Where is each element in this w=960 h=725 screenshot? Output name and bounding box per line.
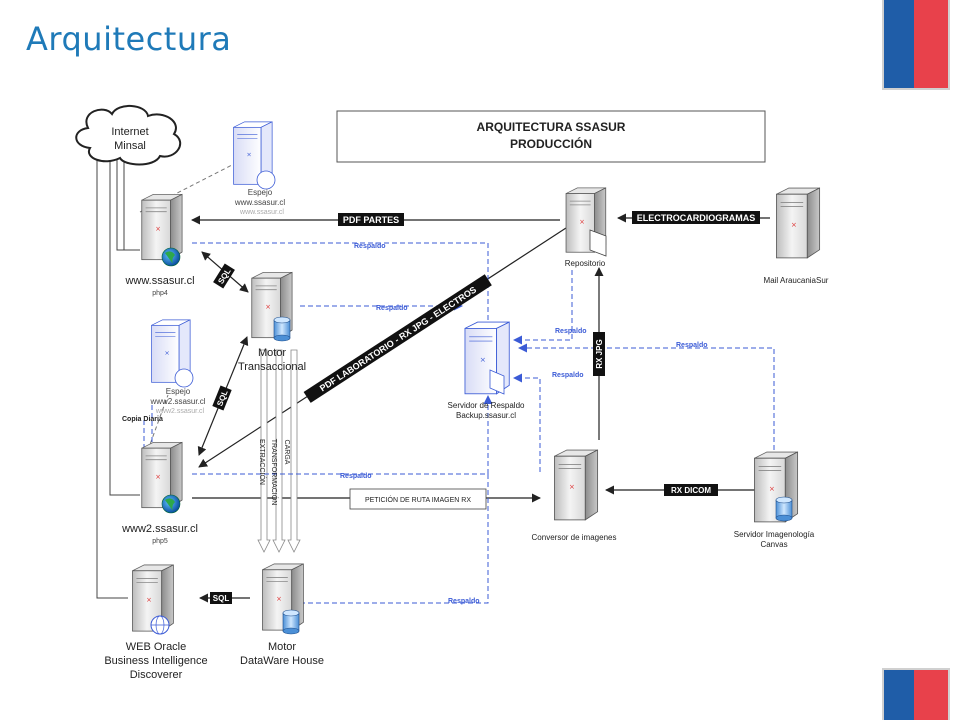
imagenologia-line2: Canvas: [760, 540, 787, 549]
imagenologia-line1: Servidor Imagenología: [734, 530, 815, 539]
database-icon: [273, 316, 291, 342]
backup-server-icon: Servidor de Respaldo Backup.ssasur.cl: [448, 321, 525, 420]
espejo1-label: Espejo: [248, 188, 273, 197]
espejo1-host-shadow: www.ssasur.cl: [239, 209, 284, 216]
backup-line2: Backup.ssasur.cl: [456, 411, 516, 420]
www2-web-server-icon: www2.ssasur.cl php5: [121, 441, 198, 545]
label-respaldo-7: Respaldo: [448, 598, 480, 605]
cloud-label-internet: Internet: [111, 126, 148, 138]
oracle-line2: Business Intelligence: [104, 655, 207, 667]
oracle-line3: Discoverer: [130, 669, 183, 681]
label-rx-dicom: RX DICOM: [671, 486, 711, 495]
label-respaldo-2: Respaldo: [376, 305, 408, 312]
internet-cloud-icon: Internet Minsal: [75, 105, 181, 166]
label-pdf-partes: PDF PARTES: [343, 215, 399, 225]
espejo2-host: www2.ssasur.cl: [149, 397, 205, 406]
espejo2-host-shadow: www2.ssasur.cl: [155, 408, 205, 415]
ssasur-sub: php4: [152, 290, 168, 297]
ssasur-web-server-icon: www.ssasur.cl php4: [124, 193, 195, 297]
label-transformacion: TRANSFORMACIÓN: [270, 439, 279, 506]
ssasur-label: www.ssasur.cl: [124, 275, 194, 287]
diagram-subtitle: PRODUCCIÓN: [510, 136, 592, 151]
espejo1-host: www.ssasur.cl: [234, 198, 285, 207]
label-electrocardiogramas: ELECTROCARDIOGRAMAS: [637, 213, 756, 223]
copia-diaria-label: Copia Diaria: [122, 416, 163, 423]
backup-line1: Servidor de Respaldo: [448, 401, 525, 410]
label-pdf-laboratorio: PDF LABORATORIO - RX JPG - ELECTROS: [318, 285, 478, 394]
dwh-line1: Motor: [268, 641, 296, 653]
repositorio-label: Repositorio: [565, 259, 606, 268]
label-extraccion: EXTRACCIÓN: [258, 439, 267, 485]
oracle-line1: WEB Oracle: [126, 641, 187, 653]
cloud-label-minsal: Minsal: [114, 140, 146, 152]
diagram-title-box: ARQUITECTURA SSASUR PRODUCCIÓN: [336, 110, 766, 163]
label-respaldo-4: Respaldo: [676, 342, 708, 349]
label-respaldo-3: Respaldo: [555, 328, 587, 335]
label-sql-3: SQL: [213, 594, 230, 603]
web-oracle-server-icon: WEB Oracle Business Intelligence Discove…: [104, 564, 208, 681]
label-carga: CARGA: [283, 440, 290, 465]
repositorio-server-icon: Repositorio: [565, 187, 607, 268]
motor-transaccional-server-icon: Motor Transaccional: [238, 271, 306, 373]
mail-server-icon: Mail AraucaniaSur: [764, 187, 829, 285]
espejo2-label: Espejo: [166, 387, 191, 396]
mail-label: Mail AraucaniaSur: [764, 276, 829, 285]
flag-top-icon: [882, 0, 950, 90]
label-respaldo-6: Respaldo: [340, 473, 372, 480]
slide-title: Arquitectura: [26, 20, 232, 58]
motor-trans-line1: Motor: [258, 347, 286, 359]
motor-trans-line2: Transaccional: [238, 361, 306, 373]
www2-sub: php5: [152, 538, 168, 545]
conversor-server-icon: Conversor de imagenes: [532, 449, 617, 542]
dwh-line2: DataWare House: [240, 655, 324, 667]
label-rx-jpg: RX JPG: [595, 339, 604, 368]
dwh-server-icon: Motor DataWare House: [240, 563, 324, 667]
espejo-www2-server-icon: Espejo www2.ssasur.cl www2.ssasur.cl: [149, 319, 206, 415]
imagenologia-server-icon: Servidor Imagenología Canvas: [734, 451, 815, 549]
www2-label: www2.ssasur.cl: [121, 523, 198, 535]
diagram-title: ARQUITECTURA SSASUR: [477, 120, 626, 134]
connection-lines: [96, 160, 775, 604]
label-peticion: PETICIÓN DE RUTA IMAGEN RX: [365, 495, 471, 504]
flag-bottom-icon: [882, 668, 950, 720]
conversor-label: Conversor de imagenes: [532, 533, 617, 542]
label-respaldo-1: Respaldo: [354, 243, 386, 250]
label-respaldo-5: Respaldo: [552, 372, 584, 379]
espejo-ssasur-server-icon: Espejo www.ssasur.cl www.ssasur.cl: [233, 121, 285, 216]
